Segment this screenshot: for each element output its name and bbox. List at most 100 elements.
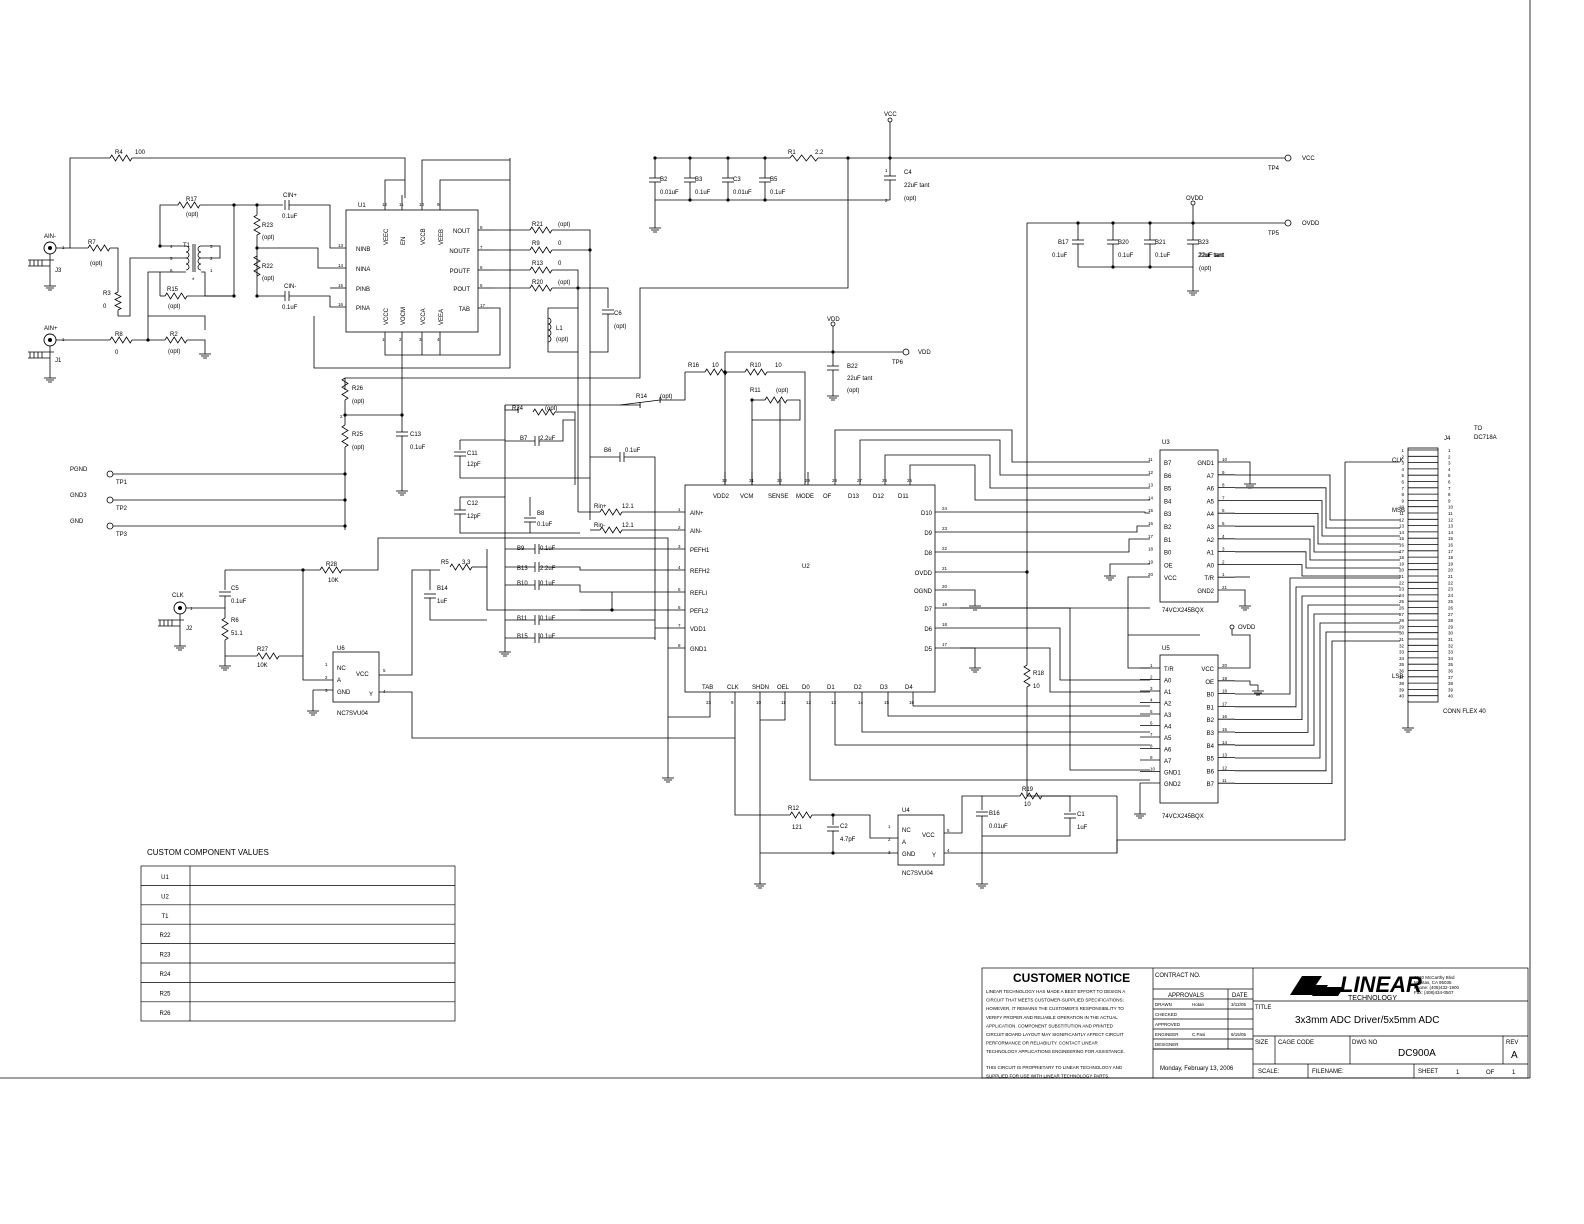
r8-ref: R8	[115, 332, 123, 338]
r2-ref: R2	[170, 332, 178, 338]
u3-pin-b2: B2	[1164, 525, 1172, 531]
r23-value: (opt)	[262, 235, 274, 241]
j4-pin-number-left: 2	[1401, 454, 1404, 459]
company-address-line: 1630 McCarthy Blvd	[1414, 975, 1455, 980]
u3-pin-number: 4	[1222, 534, 1225, 539]
j4-pin-number-right: 36	[1448, 669, 1454, 674]
j4-pin-number-right: 37	[1448, 675, 1454, 680]
j4-pin-number-left: 28	[1399, 618, 1405, 623]
c4-ref: C4	[904, 170, 912, 176]
ground-icon	[1252, 685, 1264, 696]
wire	[751, 399, 801, 421]
lsb-net-label: LSB	[1392, 674, 1403, 680]
r2-value: (opt)	[168, 349, 180, 355]
r12-resistor	[789, 811, 813, 819]
j4-pin-number-right: 14	[1448, 530, 1454, 535]
ground-icon	[499, 646, 511, 657]
wire	[187, 339, 206, 348]
r10-ref: R10	[750, 363, 762, 369]
u3-pin-gnd1: GND1	[1197, 461, 1214, 467]
r6-ref: R6	[231, 618, 239, 624]
j4-pin-number-left: 26	[1399, 606, 1405, 611]
u3-pin-gnd2: GND2	[1197, 589, 1214, 595]
r10-value: 10	[775, 363, 782, 369]
pin-number: 2	[885, 198, 888, 203]
t1-pin: 6	[170, 268, 173, 273]
u3-pin-number: 8	[1222, 483, 1225, 488]
u1-pin-veea: VEEA	[439, 309, 445, 325]
approval-role: DESIGNER	[1155, 1042, 1179, 1047]
u1-pin-veec: VEEC	[384, 228, 390, 245]
custom-values-row-label: R24	[159, 972, 171, 978]
b6-ref: B6	[604, 448, 612, 454]
u2-pin-number: 5	[678, 587, 681, 592]
u5-pin-vcc: VCC	[1201, 667, 1214, 673]
u1-pin-number: 5	[480, 283, 483, 288]
j4-pin-number-right: 30	[1448, 631, 1454, 636]
vdd-net-label: VDD	[827, 317, 840, 323]
u3-pin-number: 19	[1148, 559, 1154, 564]
r24-resistor	[532, 408, 556, 416]
u3-pin-a2: A2	[1207, 538, 1215, 544]
j1-ref: J1	[55, 358, 62, 364]
r19-resistor	[1019, 792, 1043, 800]
u6-pin-a: A	[337, 678, 341, 684]
j4-pin-number-left: 14	[1399, 530, 1405, 535]
msb-net-label: MSB	[1392, 508, 1405, 514]
u6-pin-number: 1	[325, 662, 328, 667]
u4-pin-number: 4	[947, 848, 950, 853]
b22-option: (opt)	[847, 388, 859, 394]
u3-pin-number: 2	[1222, 559, 1225, 564]
u2-pin-number: 9	[731, 700, 734, 705]
pin-number: 1	[190, 606, 193, 611]
tp1-net-label: PGND	[70, 467, 88, 473]
c2-value: 4.7pF	[840, 837, 856, 843]
b20-ref: B20	[1118, 240, 1129, 246]
wire	[421, 159, 510, 195]
wire	[982, 818, 1071, 837]
r7-value: (opt)	[90, 261, 102, 267]
u2-pin-number: 31	[749, 478, 755, 483]
l1-ref: L1	[556, 326, 563, 332]
j4-pin-number-right: 1	[1448, 448, 1451, 453]
j4-pin-number-left: 10	[1399, 505, 1405, 510]
approval-name: Hotan	[1192, 1002, 1205, 1007]
j4-pin-number-left: 35	[1399, 662, 1405, 667]
u4-pin-nc: NC	[902, 828, 911, 834]
linear-logo: LINEAR TECHNOLOGY 1630 McCarthy Blvd Mil…	[1290, 972, 1460, 1002]
u1-pin-ninb: NINB	[356, 247, 370, 253]
wire	[960, 647, 976, 662]
wire	[289, 204, 346, 249]
u5-pin-b7: B7	[1207, 782, 1215, 788]
u4-pin-number: 2	[888, 837, 891, 842]
rin-minus-value: 12.1	[622, 523, 634, 529]
j4-pin-number-right: 23	[1448, 587, 1454, 592]
r16-resistor	[704, 368, 728, 376]
t1-coil	[197, 245, 202, 253]
u2-pin-number: 30	[777, 478, 783, 483]
u2-pin-number: 16	[909, 700, 915, 705]
r4-value: 100	[135, 150, 146, 156]
j4-pin-number-left: 34	[1399, 656, 1405, 661]
tp4-test-point-icon	[1284, 154, 1292, 162]
wire	[1235, 589, 1246, 600]
u2-pin-d0: D0	[802, 685, 810, 691]
custom-values-row-label: T1	[161, 914, 169, 920]
j4-pin-number-right: 20	[1448, 568, 1454, 573]
j4-pin-number-right: 27	[1448, 612, 1454, 617]
cage-code-label: CAGE CODE	[1278, 1040, 1314, 1046]
t1-pin: 2	[210, 256, 213, 261]
j4-pin-number-right: 35	[1448, 662, 1454, 667]
u5-pin-number: 19	[1222, 676, 1228, 681]
wire	[960, 627, 1150, 681]
junction-dot	[343, 524, 347, 528]
j4-pin-number-left: 17	[1399, 549, 1405, 554]
rin-plus-value: 12.1	[622, 504, 634, 510]
r20-value: (opt)	[558, 280, 570, 286]
u5-pin-a1: A1	[1164, 690, 1172, 696]
j4-pin-number-right: 17	[1448, 549, 1454, 554]
r21-ref: R21	[532, 222, 544, 228]
custom-values-row-label: R25	[159, 991, 171, 997]
